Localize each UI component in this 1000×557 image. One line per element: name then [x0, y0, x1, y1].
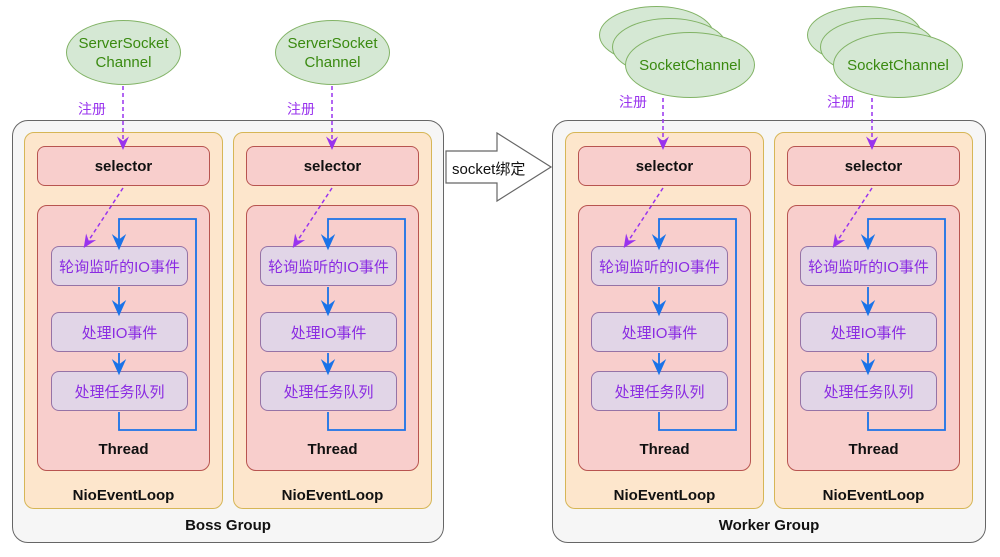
- boss-group-label: Boss Group: [185, 517, 271, 534]
- thread-label: Thread: [98, 441, 149, 458]
- socket-channel: SocketChannel: [625, 32, 755, 98]
- register-label: 注册: [827, 94, 855, 110]
- step-process-io-events: 处理IO事件: [260, 312, 397, 352]
- socket-channel-label: SocketChannel: [847, 56, 949, 74]
- nio-event-loop-label: NioEventLoop: [822, 487, 925, 504]
- selector: selector: [246, 146, 419, 186]
- step-process-io-events: 处理IO事件: [51, 312, 188, 352]
- nio-event-loop-label: NioEventLoop: [72, 487, 175, 504]
- register-label: 注册: [619, 94, 647, 110]
- step-poll-io-events: 轮询监听的IO事件: [591, 246, 728, 286]
- worker-group-label: Worker Group: [718, 517, 820, 534]
- step-poll-io-events: 轮询监听的IO事件: [800, 246, 937, 286]
- step-poll-io-events: 轮询监听的IO事件: [51, 246, 188, 286]
- channel-line2: Channel: [95, 53, 152, 71]
- step-poll-io-events: 轮询监听的IO事件: [260, 246, 397, 286]
- register-label: 注册: [287, 101, 315, 117]
- step-process-task-queue: 处理任务队列: [260, 371, 397, 411]
- thread-label: Thread: [307, 441, 358, 458]
- channel-line1: ServerSocket: [287, 34, 378, 52]
- socket-bind-label: socket绑定: [452, 161, 526, 178]
- step-process-task-queue: 处理任务队列: [800, 371, 937, 411]
- step-process-io-events: 处理IO事件: [800, 312, 937, 352]
- socket-channel: SocketChannel: [833, 32, 963, 98]
- selector: selector: [578, 146, 751, 186]
- step-process-task-queue: 处理任务队列: [51, 371, 188, 411]
- channel-line1: ServerSocket: [78, 34, 169, 52]
- step-process-io-events: 处理IO事件: [591, 312, 728, 352]
- thread-label: Thread: [848, 441, 899, 458]
- register-label: 注册: [78, 101, 106, 117]
- selector: selector: [787, 146, 960, 186]
- step-process-task-queue: 处理任务队列: [591, 371, 728, 411]
- channel-line2: Channel: [304, 53, 361, 71]
- thread-label: Thread: [639, 441, 690, 458]
- socket-channel-label: SocketChannel: [639, 56, 741, 74]
- nio-event-loop-label: NioEventLoop: [281, 487, 384, 504]
- nio-event-loop-label: NioEventLoop: [613, 487, 716, 504]
- selector: selector: [37, 146, 210, 186]
